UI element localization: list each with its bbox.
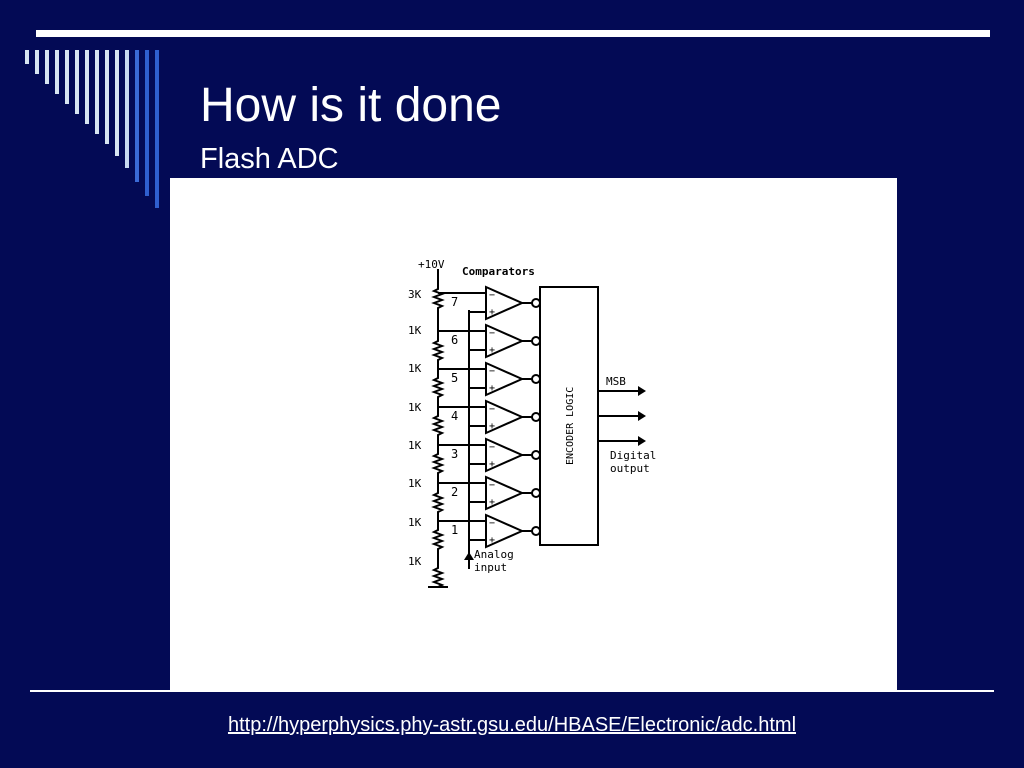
plus-sign: +: [489, 421, 495, 432]
resistor-label: 1K: [408, 439, 422, 452]
diagram-panel: [170, 178, 897, 690]
tap-number: 6: [451, 333, 458, 347]
analog-input-label: input: [474, 561, 507, 574]
slide-title: How is it done: [200, 79, 502, 132]
resistor-label: 1K: [408, 477, 422, 490]
comparators-label: Comparators: [462, 265, 535, 278]
analog-input-label: Analog: [474, 548, 514, 561]
resistor-label: 1K: [408, 516, 422, 529]
resistor-label: 1K: [408, 555, 422, 568]
minus-sign: −: [489, 404, 495, 415]
plus-sign: +: [489, 383, 495, 394]
minus-sign: −: [489, 518, 495, 529]
top-rule: [36, 30, 990, 37]
minus-sign: −: [489, 366, 495, 377]
digital-output-label: output: [610, 462, 650, 475]
minus-sign: −: [489, 442, 495, 453]
tap-number: 3: [451, 447, 458, 461]
plus-sign: +: [489, 535, 495, 546]
minus-sign: −: [489, 328, 495, 339]
resistor-label: 3K: [408, 288, 422, 301]
resistor-label: 1K: [408, 401, 422, 414]
tap-number: 1: [451, 523, 458, 537]
supply-label: +10V: [418, 258, 445, 271]
plus-sign: +: [489, 497, 495, 508]
plus-sign: +: [489, 307, 495, 318]
tap-number: 5: [451, 371, 458, 385]
resistor-label: 1K: [408, 362, 422, 375]
encoder-logic-label: ENCODER LOGIC: [565, 387, 576, 465]
plus-sign: +: [489, 459, 495, 470]
tap-number: 2: [451, 485, 458, 499]
msb-label: MSB: [606, 375, 626, 388]
digital-output-label: Digital: [610, 449, 656, 462]
minus-sign: −: [489, 290, 495, 301]
resistor-label: 1K: [408, 324, 422, 337]
tap-number: 7: [451, 295, 458, 309]
slide-subtitle: Flash ADC: [200, 143, 339, 175]
flash-adc-circuit: +10V Comparators 3K 1K 1K 1K 1K 1K 1K 1K…: [408, 258, 656, 588]
minus-sign: −: [489, 480, 495, 491]
tap-number: 4: [451, 409, 458, 423]
decorative-stripes: [25, 50, 159, 208]
bottom-rule: [30, 690, 994, 692]
source-link[interactable]: http://hyperphysics.phy-astr.gsu.edu/HBA…: [227, 714, 797, 736]
plus-sign: +: [489, 345, 495, 356]
